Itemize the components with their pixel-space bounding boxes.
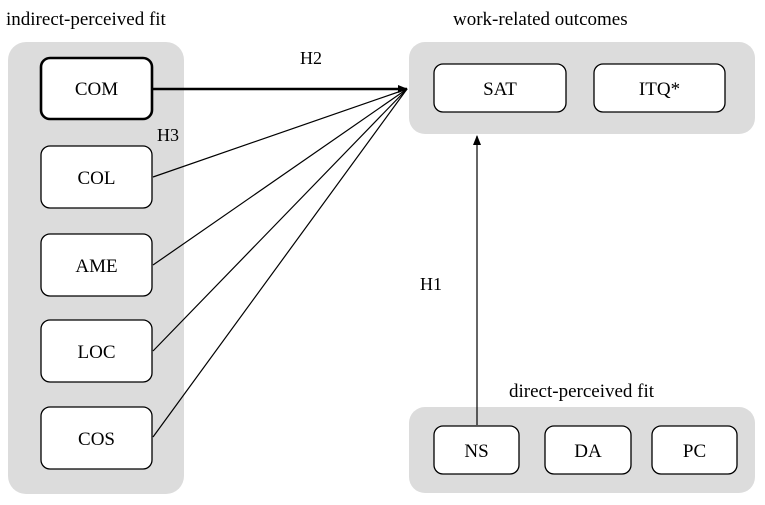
edge-cos-to-outcomes [152, 88, 408, 438]
node-ame: AME [40, 233, 153, 297]
node-itq: ITQ* [593, 63, 726, 113]
node-ame-label: AME [75, 256, 117, 277]
node-pc-label: PC [683, 441, 706, 462]
node-com-label: COM [75, 79, 118, 100]
node-sat-label: SAT [483, 79, 517, 100]
node-col-label: COL [78, 168, 116, 189]
edge-ame-to-outcomes [152, 88, 408, 266]
indirect-fit-group-label: indirect-perceived fit [6, 9, 167, 30]
node-ns-label: NS [464, 441, 488, 462]
node-com: COM [39, 56, 154, 121]
node-loc-label: LOC [78, 342, 116, 363]
node-itq-label: ITQ* [639, 79, 680, 100]
node-col: COL [40, 145, 153, 209]
node-cos-label: COS [78, 429, 115, 450]
hypothesis-h2-label: H2 [300, 48, 322, 68]
direct-fit-group-label: direct-perceived fit [509, 381, 655, 402]
edge-loc-to-outcomes [152, 88, 408, 352]
node-da-label: DA [574, 441, 602, 462]
node-loc: LOC [40, 319, 153, 383]
node-da: DA [544, 425, 632, 475]
hypothesis-h1-label: H1 [420, 274, 442, 294]
edge-col-to-outcomes [152, 88, 408, 178]
outcomes-group-label: work-related outcomes [453, 9, 628, 30]
node-pc: PC [651, 425, 738, 475]
node-cos: COS [40, 406, 153, 470]
node-sat: SAT [433, 63, 567, 113]
hypothesis-h3-label: H3 [157, 125, 179, 145]
node-ns: NS [433, 425, 520, 475]
